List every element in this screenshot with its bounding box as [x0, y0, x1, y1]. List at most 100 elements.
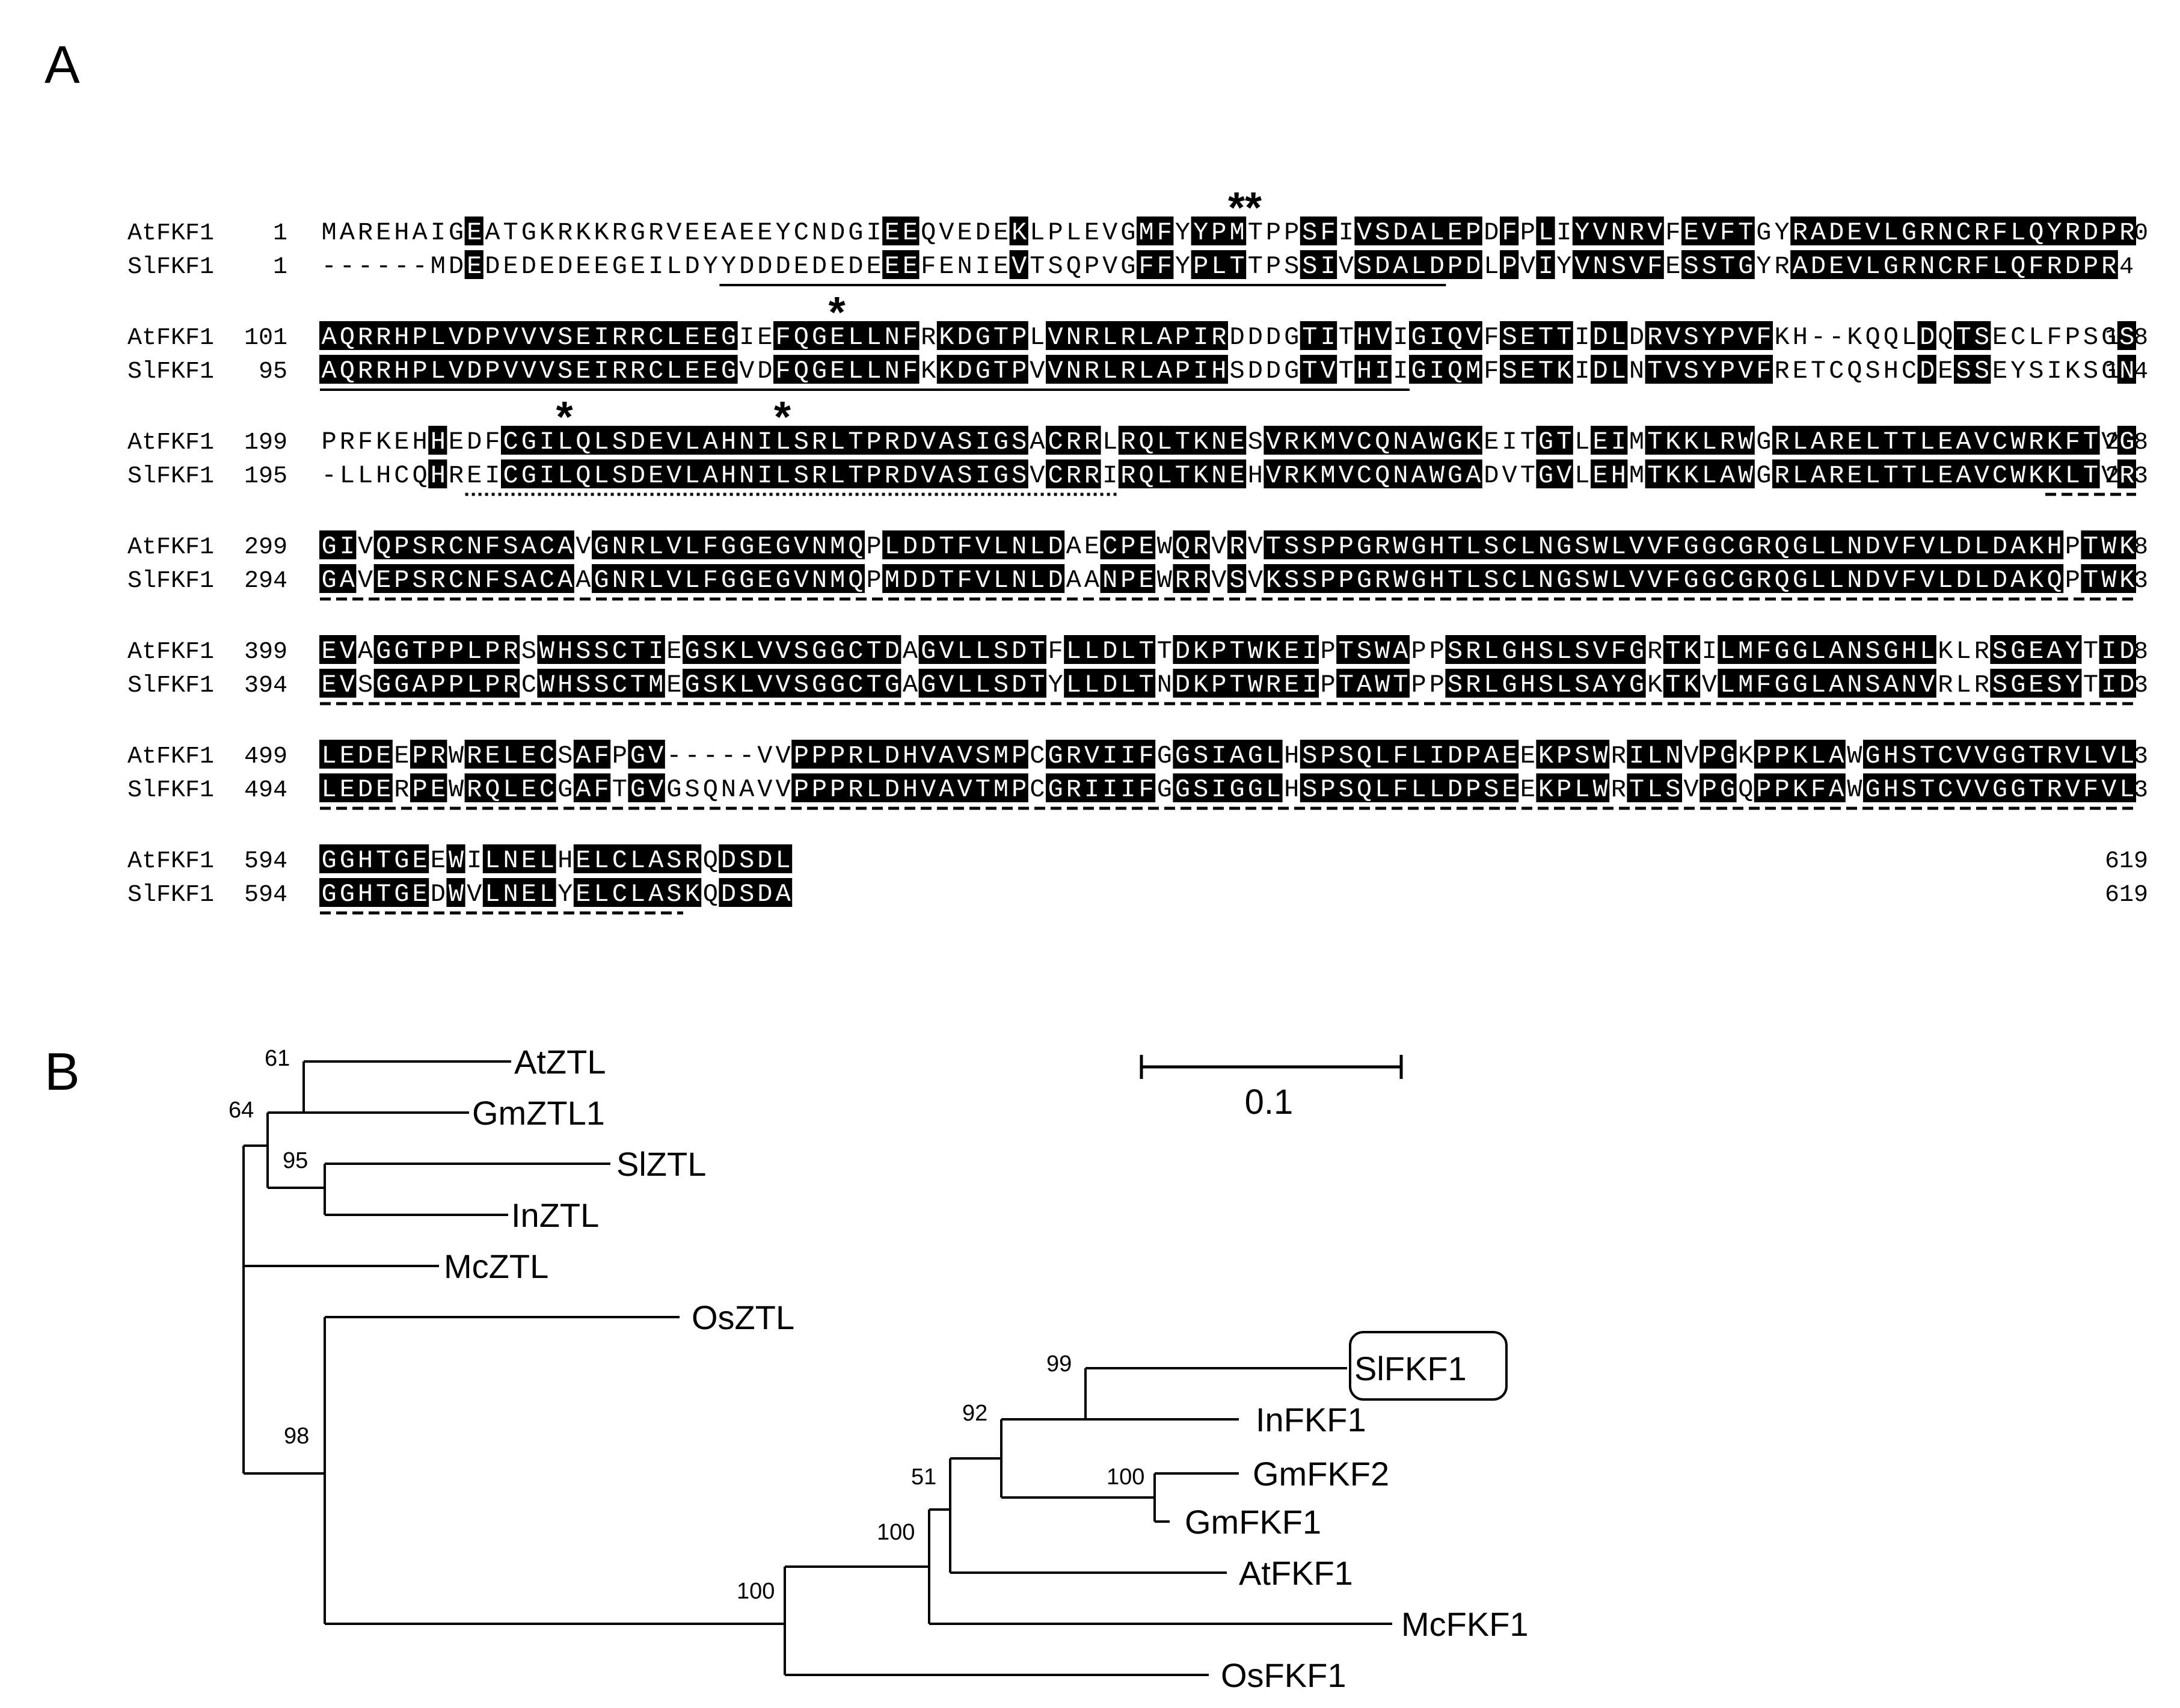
- residue: Q: [1774, 566, 1789, 595]
- residue: R: [2101, 252, 2116, 281]
- residue: L: [1429, 775, 1445, 804]
- residue: V: [1920, 671, 1935, 699]
- residue: F: [1393, 775, 1408, 804]
- residue: G: [1120, 218, 1135, 247]
- residue: D: [1266, 323, 1281, 352]
- identity-shade: [1591, 321, 1610, 350]
- residue: P: [812, 775, 827, 804]
- sequence-end: 619: [2105, 882, 2148, 909]
- residue: L: [1647, 775, 1662, 804]
- residue: R: [1284, 428, 1299, 456]
- residue: P: [485, 637, 500, 666]
- residue: T: [1302, 357, 1317, 386]
- residue: R: [1774, 357, 1789, 386]
- residue: L: [1829, 532, 1844, 561]
- residue: T: [1738, 218, 1753, 247]
- residue: H: [412, 428, 427, 456]
- residue: D: [1956, 566, 1971, 595]
- identity-shade: [1318, 321, 1337, 350]
- residue: H: [721, 428, 736, 456]
- residue: E: [503, 252, 518, 281]
- residue: Q: [1175, 532, 1190, 561]
- residue: P: [1211, 218, 1226, 247]
- residue: T: [1175, 461, 1190, 490]
- residue: R: [2065, 218, 2080, 247]
- identity-shade: [1844, 250, 1864, 279]
- residue: V: [666, 218, 681, 247]
- residue: L: [1811, 637, 1826, 666]
- residue: F: [703, 566, 718, 595]
- residue: A: [1829, 671, 1844, 699]
- residue: G: [1120, 252, 1135, 281]
- residue: C: [1030, 742, 1045, 770]
- residue: L: [1865, 428, 1880, 456]
- residue: R: [1774, 252, 1789, 281]
- sequence-start: 1: [273, 220, 287, 247]
- residue: T: [993, 357, 1009, 386]
- residue: E: [594, 252, 609, 281]
- identity-shade: [1609, 217, 1628, 245]
- residue: S: [1284, 566, 1299, 595]
- residue: P: [830, 775, 845, 804]
- residue: T: [630, 671, 645, 699]
- residue: E: [1229, 461, 1244, 490]
- residue: C: [1938, 252, 1953, 281]
- residue: P: [1448, 252, 1463, 281]
- residue: G: [521, 218, 536, 247]
- residue: G: [594, 532, 609, 561]
- residue: H: [394, 218, 409, 247]
- identity-shade: [373, 321, 393, 350]
- tree-branches: [242, 1060, 1392, 1676]
- residue: V: [1702, 671, 1717, 699]
- residue: Y: [1048, 671, 1063, 699]
- residue: S: [1302, 218, 1317, 247]
- identity-shade: [809, 321, 829, 350]
- identity-shade: [410, 321, 429, 350]
- residue: E: [1502, 742, 1517, 770]
- residue: G: [2101, 357, 2116, 386]
- residue: C: [1829, 357, 1844, 386]
- residue: N: [503, 846, 518, 875]
- residue: G: [1793, 671, 1808, 699]
- residue: L: [1556, 637, 1571, 666]
- residue: P: [394, 566, 409, 595]
- residue: S: [739, 880, 754, 909]
- residue: E: [648, 428, 663, 456]
- residue: D: [721, 846, 736, 875]
- residue: H: [394, 357, 409, 386]
- residue: L: [1920, 637, 1935, 666]
- residue: L: [2119, 775, 2134, 804]
- identity-shade: [1736, 321, 1755, 350]
- residue: G: [321, 566, 336, 595]
- residue: W: [1847, 775, 1862, 804]
- residue: V: [975, 566, 990, 595]
- residue: E: [1592, 428, 1607, 456]
- residue: A: [2046, 637, 2062, 666]
- residue: C: [1992, 461, 2007, 490]
- residue: I: [2101, 637, 2116, 666]
- residue: I: [485, 461, 500, 490]
- residue: A: [358, 637, 373, 666]
- residue: K: [2028, 532, 2044, 561]
- residue: S: [1865, 637, 1880, 666]
- identity-shade: [882, 217, 901, 245]
- residue: R: [684, 846, 699, 875]
- identity-shade: [955, 321, 974, 350]
- residue: D: [1920, 357, 1935, 386]
- identity-shade: [1009, 217, 1028, 245]
- residue: T: [939, 532, 954, 561]
- residue: S: [1574, 671, 1589, 699]
- residue: A: [648, 846, 664, 875]
- residue: L: [1865, 461, 1880, 490]
- residue: W: [2010, 461, 2026, 490]
- residue: C: [1720, 532, 1735, 561]
- residue: W: [2101, 532, 2117, 561]
- residue: W: [2010, 428, 2026, 456]
- residue: G: [1357, 532, 1372, 561]
- residue: A: [939, 775, 954, 804]
- residue: L: [1702, 461, 1717, 490]
- identity-shade: [1318, 250, 1337, 279]
- residue: G: [1556, 566, 1571, 595]
- residue: D: [1012, 671, 1027, 699]
- residue: E: [576, 323, 591, 352]
